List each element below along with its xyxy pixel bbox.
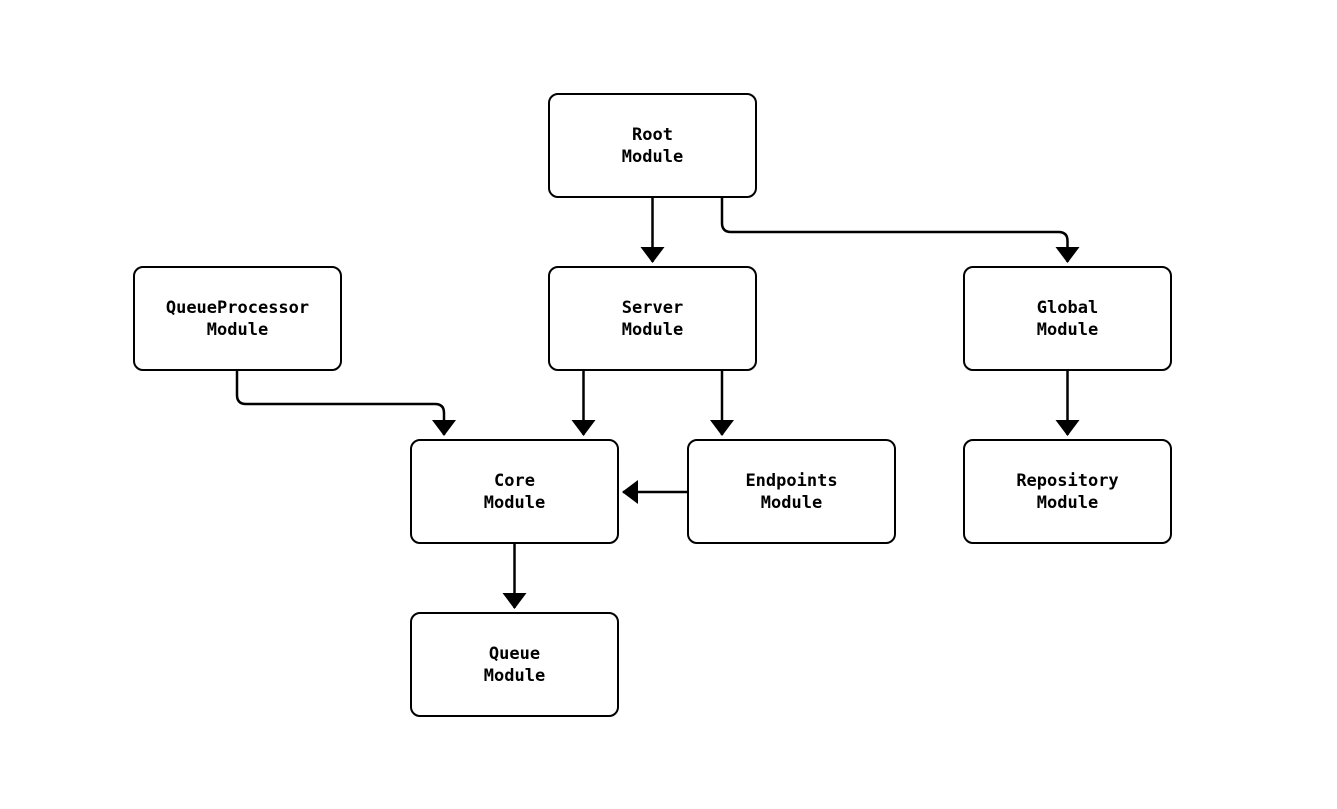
node-label-line: Module <box>760 492 823 513</box>
edge-root-global <box>720 198 1080 263</box>
node-label-line: Module <box>206 319 269 340</box>
node-label-line: Module <box>621 146 684 167</box>
node-label-line: Root <box>632 124 673 145</box>
edges-group <box>235 198 1080 609</box>
node-label-line: Repository <box>1016 470 1119 491</box>
node-label-line: Module <box>1036 492 1099 513</box>
edge-queueprocessor-core <box>235 371 456 436</box>
node-label-line: Module <box>483 665 546 686</box>
node-label-line: Queue <box>488 643 541 664</box>
node-label-line: QueueProcessor <box>165 297 310 318</box>
node-label-line: Endpoints <box>745 470 838 491</box>
node-label-line: Module <box>621 319 684 340</box>
node-label-line: Core <box>494 470 535 491</box>
node-label-line: Module <box>483 492 546 513</box>
node-label-line: Module <box>1036 319 1099 340</box>
node-label-line: Server <box>621 297 684 318</box>
node-label-line: Global <box>1036 297 1099 318</box>
